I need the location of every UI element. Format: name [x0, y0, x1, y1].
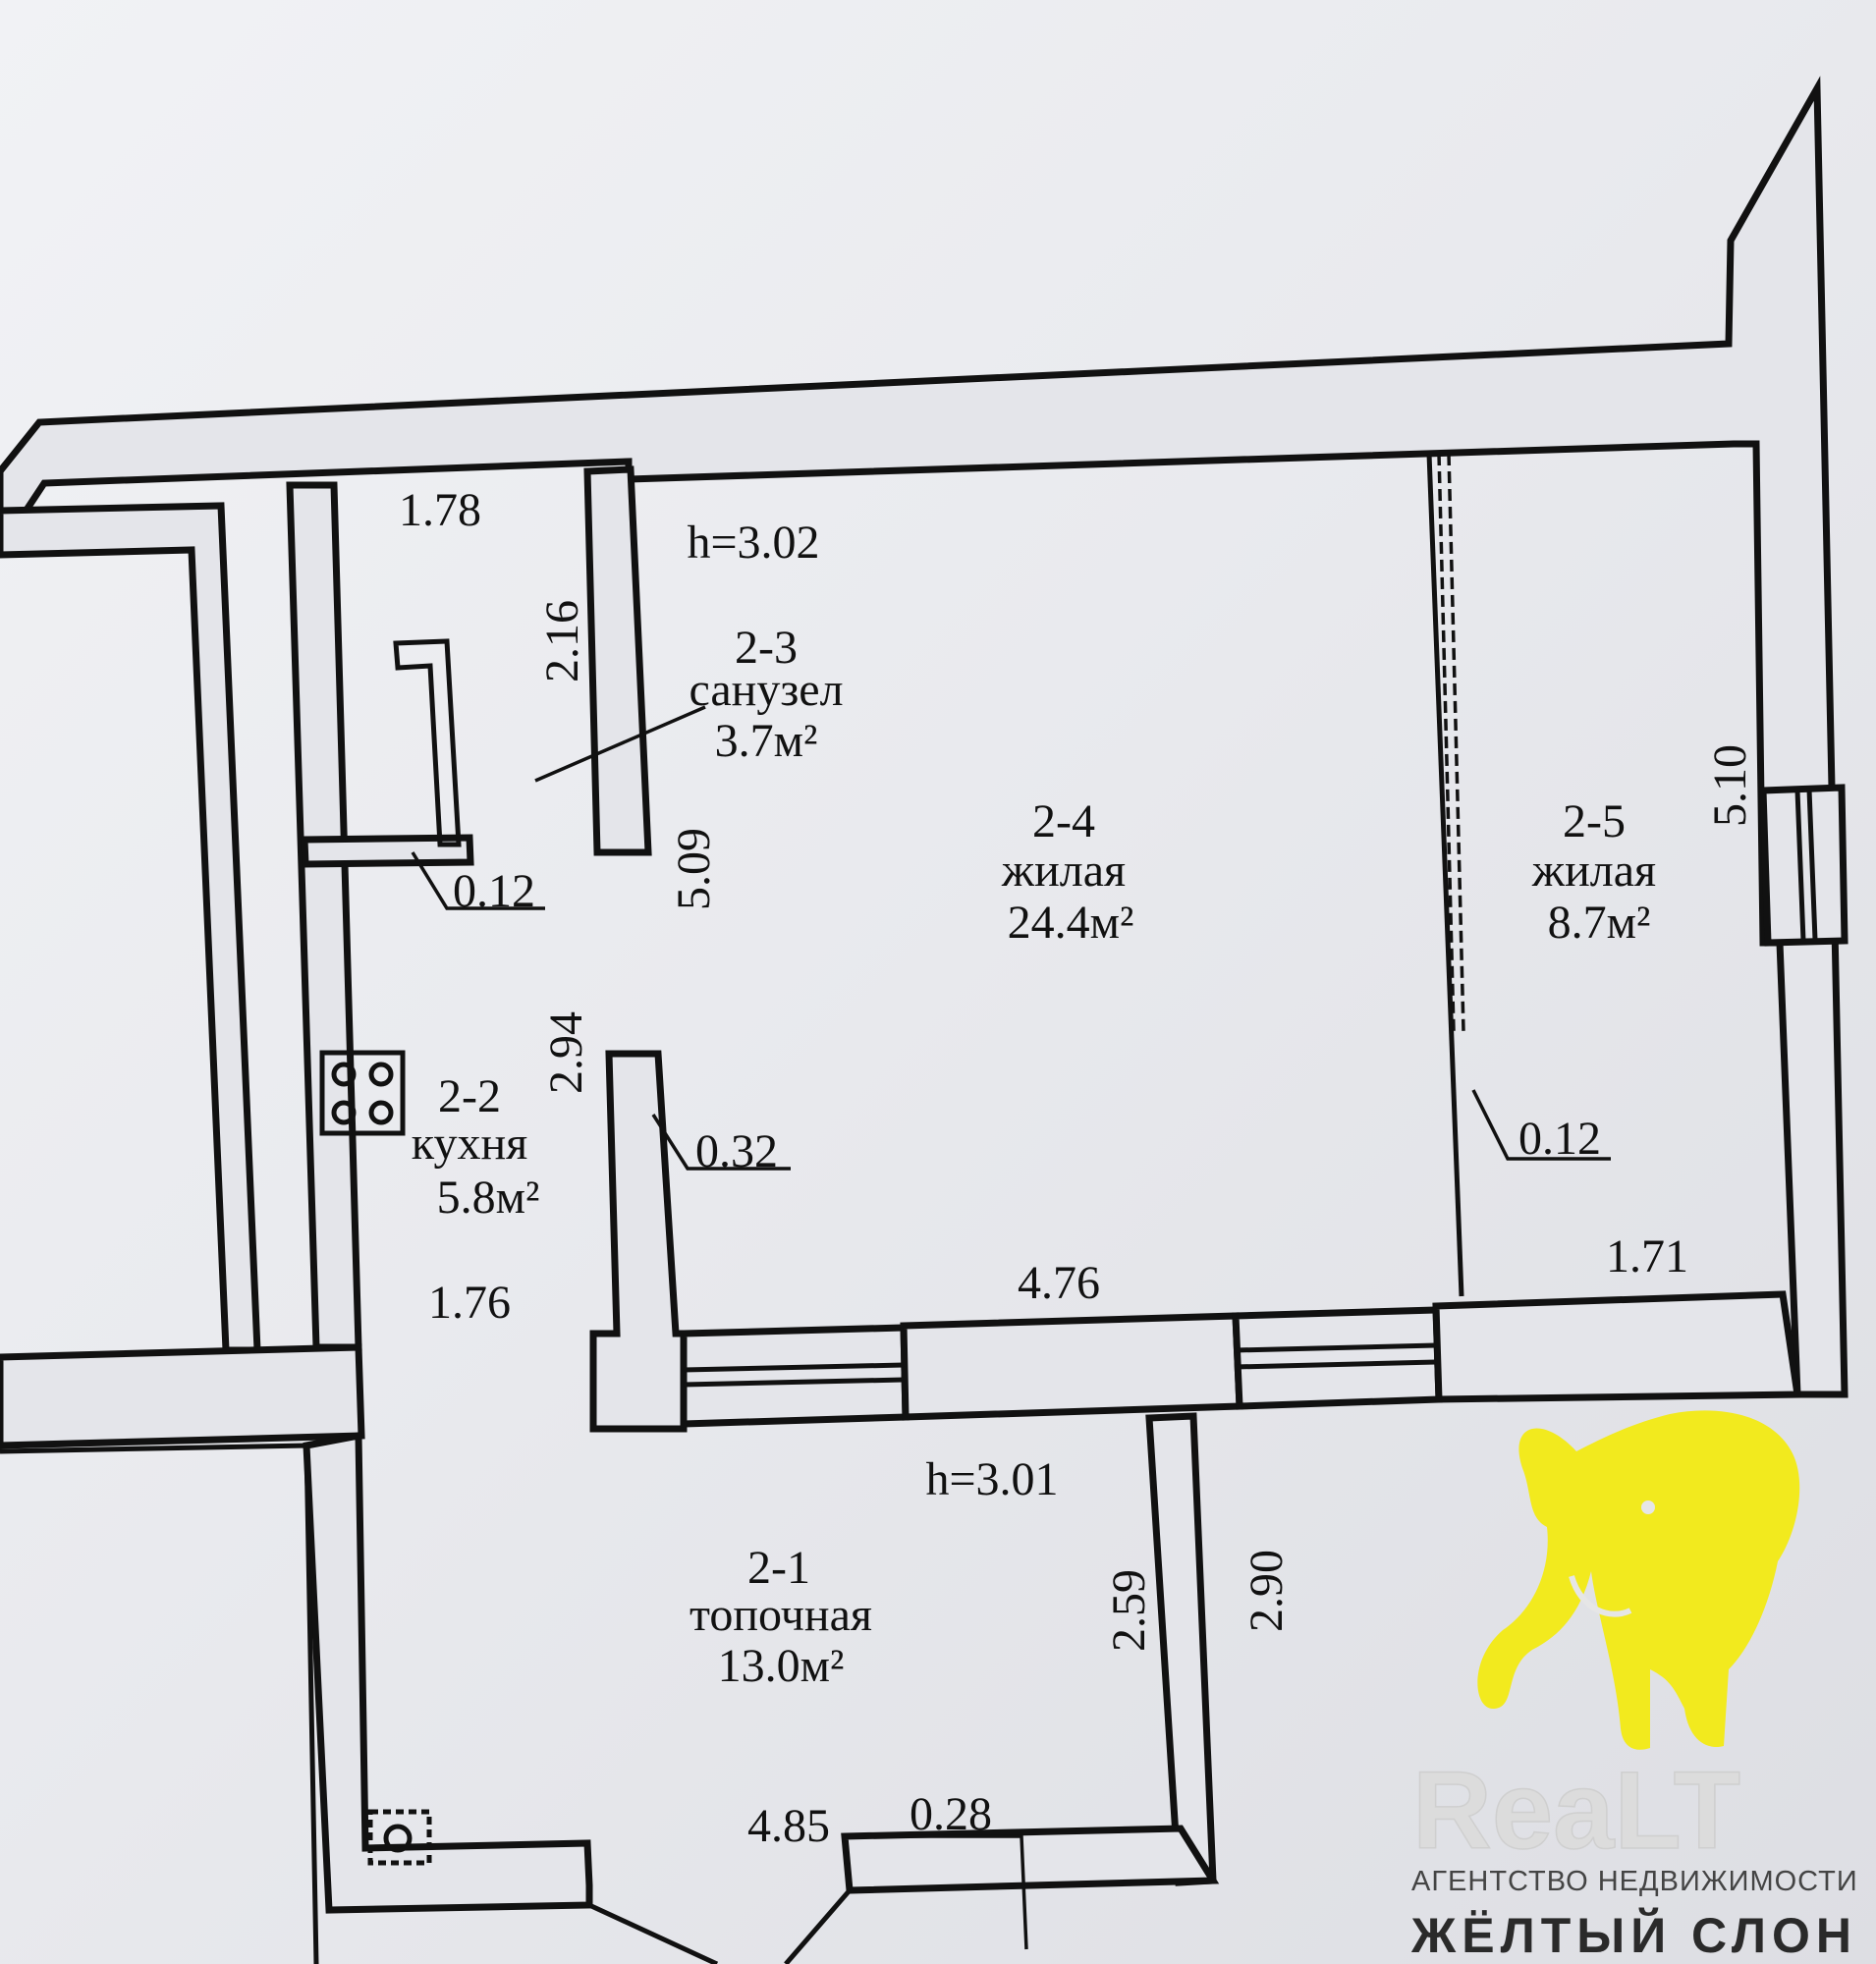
room-2-3-area: 3.7м² [715, 715, 818, 767]
partition-dashes [1437, 453, 1465, 1032]
leader-0-12 [411, 851, 545, 910]
window-mid-1 [683, 1362, 905, 1388]
dim-4-76: 4.76 [1018, 1257, 1100, 1309]
dim-0-12b: 0.12 [1518, 1113, 1601, 1165]
stove-icon [319, 1050, 406, 1136]
bathtub-icon [393, 638, 462, 847]
wall-mid-1 [680, 1324, 910, 1428]
watermark-text: ReaLT АГЕНТСТВО НЕДВИЖИМОСТИ ЖЁЛТЫЙ СЛОН [1410, 1748, 1858, 1963]
watermark-tagline: АГЕНТСТВО НЕДВИЖИМОСТИ [1411, 1866, 1858, 1897]
watermark-brand: ReaLT [1412, 1749, 1740, 1872]
room-2-5-area: 8.7м² [1548, 897, 1651, 949]
leader-lines [411, 705, 1611, 1950]
wall-mid-4 [1432, 1290, 1802, 1403]
dim-1-71: 1.71 [1606, 1230, 1688, 1282]
dim-1-76: 1.76 [428, 1277, 511, 1329]
room-2-5-name: жилая [1531, 845, 1656, 897]
boiler-circle-icon [383, 1824, 413, 1853]
room-2-3-name: санузел [689, 664, 843, 716]
dim-5-09: 5.09 [668, 828, 720, 910]
elephant-logo-icon [1477, 1410, 1800, 1750]
room-2-2-id: 2-2 [438, 1070, 501, 1122]
wall-bath-bottom [301, 834, 474, 868]
room-2-3-id: 2-3 [735, 622, 798, 674]
wall-far-left [0, 502, 261, 1354]
room-2-1-name: топочная [690, 1589, 872, 1641]
wall-mid-2 [900, 1312, 1243, 1421]
dim-5-10: 5.10 [1704, 744, 1756, 827]
outer-wall-top [0, 76, 1848, 1398]
elephant-eye [1641, 1500, 1655, 1514]
ceiling-height-lower: h=3.01 [925, 1453, 1058, 1505]
room-2-2-area: 5.8м² [437, 1172, 540, 1224]
wall-left-column [286, 481, 362, 1351]
elephant-silhouette [1477, 1410, 1800, 1750]
wall-horizontal-left [0, 1343, 365, 1449]
room-2-5-id: 2-5 [1563, 795, 1626, 847]
room-2-4-area: 24.4м² [1008, 897, 1134, 949]
elephant-tusk [1569, 1575, 1632, 1617]
dim-1-78: 1.78 [399, 484, 481, 536]
room-2-2-name: кухня [412, 1118, 527, 1170]
leader-0-12b [1471, 1089, 1611, 1161]
dim-2-16: 2.16 [536, 600, 588, 682]
partition-line [1426, 453, 1464, 1297]
window-mid-3 [1235, 1342, 1437, 1370]
dim-4-85: 4.85 [747, 1800, 830, 1852]
leader-0-32 [651, 1114, 791, 1171]
stove-burner-icon [331, 1100, 357, 1125]
stove-burner-icon [368, 1100, 394, 1125]
watermark-name: ЖЁЛТЫЙ СЛОН [1410, 1907, 1857, 1963]
window-right-bars [1794, 789, 1818, 942]
boiler-icon [367, 1809, 432, 1866]
fixtures [319, 638, 462, 1866]
wall-kitchen-living [589, 1050, 688, 1433]
room-2-1-area: 13.0м² [718, 1640, 845, 1692]
window-right [1759, 784, 1848, 947]
stove-burner-icon [331, 1062, 357, 1087]
leader-bathroom [534, 705, 706, 783]
room-2-4-id: 2-4 [1032, 795, 1095, 847]
ceiling-height-main: h=3.02 [687, 517, 819, 569]
wall-bath-right [583, 465, 652, 856]
dim-0-32: 0.32 [695, 1125, 778, 1177]
wall-mid-3 [1232, 1306, 1443, 1410]
thin-partition [1426, 453, 1465, 1297]
dim-2-94: 2.94 [540, 1011, 592, 1094]
wall-lower-bottom [841, 1825, 1220, 1894]
dim-2-90: 2.90 [1241, 1550, 1293, 1632]
stove-burner-icon [368, 1062, 394, 1087]
walls [0, 76, 1848, 1964]
bay-window [587, 1888, 852, 1964]
wall-lower-right [1145, 1412, 1217, 1886]
dim-0-12: 0.12 [453, 865, 535, 917]
windows [683, 784, 1848, 1388]
dim-0-28: 0.28 [910, 1788, 992, 1840]
dim-2-59: 2.59 [1103, 1569, 1155, 1652]
leader-0-28 [899, 1834, 1028, 1950]
room-2-1-id: 2-1 [747, 1542, 810, 1594]
room-2-4-name: жилая [1001, 845, 1126, 897]
wall-neighbor-lower [0, 1443, 319, 1964]
labels: 1.78 h=3.02 2.16 2-3 санузел 3.7м² 0.12 … [399, 484, 1756, 1852]
wall-lower-left [303, 1431, 593, 1914]
